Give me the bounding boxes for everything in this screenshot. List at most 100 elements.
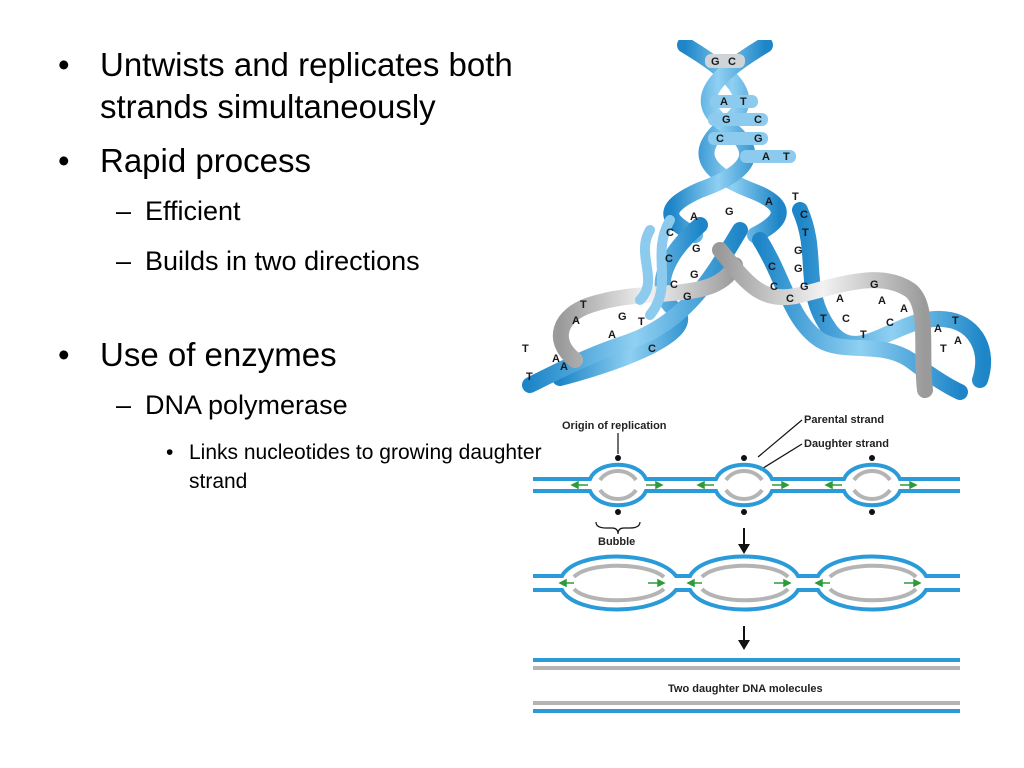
base-letter: G [870, 279, 879, 291]
base-letter: C [666, 227, 674, 239]
direction-arrows [570, 480, 918, 490]
parental-strand-bottom [533, 489, 960, 508]
sub-sub-bullet-text: Links nucleotides to growing daughter st… [189, 441, 542, 493]
sub-bullet-item: –DNA polymerase [58, 388, 558, 422]
helix-backbone-gray [552, 257, 743, 368]
parental-strand-bottom [533, 588, 960, 612]
bullet-item: • Rapid process [58, 140, 558, 182]
sub-bullet-dash: – [116, 246, 132, 276]
daughter-strand [700, 563, 790, 603]
base-letter: T [860, 329, 867, 341]
base-letter: C [770, 281, 778, 293]
base-letter: A [878, 295, 886, 307]
base-letter: G [711, 56, 720, 68]
base-letter: T [740, 96, 747, 108]
base-pair-bar [710, 95, 758, 108]
origin-dot [741, 509, 747, 515]
parental-helix [663, 40, 796, 243]
daughter-strand [724, 469, 764, 501]
base-letter: C [754, 114, 762, 126]
down-arrow [738, 626, 750, 650]
daughter-molecules: Two daughter DNA molecules [533, 658, 960, 713]
sub-bullet-item: –Efficient [58, 194, 558, 228]
right-arm-helix [712, 202, 992, 400]
daughter-strand [598, 469, 638, 501]
base-letter: G [725, 206, 734, 218]
base-letter: T [522, 343, 529, 355]
bullet-text: Untwists and replicates both strands sim… [100, 46, 513, 125]
bullet-text: Rapid process [100, 142, 311, 179]
pointer-line [757, 419, 803, 458]
bullet-list: • Untwists and replicates both strands si… [58, 44, 558, 496]
base-letter: A [762, 151, 770, 163]
base-letter: G [692, 243, 701, 255]
base-letter: A [720, 96, 728, 108]
base-letter: T [792, 191, 799, 203]
base-letter: A [560, 361, 568, 373]
base-letter: A [690, 211, 698, 223]
daughter-strand [828, 563, 918, 603]
left-arm-helix [522, 215, 748, 393]
parental-strand-top [533, 554, 960, 578]
base-letter: T [940, 343, 947, 355]
base-letter: A [765, 196, 773, 208]
bullet-text: Use of enzymes [100, 336, 337, 373]
base-letter: G [794, 245, 803, 257]
sub-bullet-text: Efficient [145, 196, 241, 226]
base-letter: T [783, 151, 790, 163]
bubbles-row-2 [533, 554, 960, 612]
base-pair-bar [708, 113, 768, 126]
bubble-label: Bubble [598, 536, 635, 548]
helix-backbone-blue [677, 40, 787, 243]
sub-bullet-item: –Builds in two directions [58, 244, 558, 278]
helix-backbone-blue [522, 222, 748, 393]
down-arrow [738, 528, 750, 554]
base-letter: T [952, 315, 959, 327]
origin-dot [615, 509, 621, 515]
daughter-strand-label: Daughter strand [804, 438, 889, 450]
bullet-dot: • [58, 336, 70, 373]
base-letter: G [800, 281, 809, 293]
base-letter: G [683, 291, 692, 303]
base-pair-bar [635, 225, 655, 305]
pointer-line [759, 443, 803, 471]
bubbles-row-1 [533, 433, 960, 515]
base-letter: G [754, 133, 763, 145]
dna-replication-fork-illustration: G C A T G C C G A T A G A T C T C G C G … [522, 40, 992, 400]
sub-bullet-dash: – [116, 390, 132, 420]
origin-dot [615, 455, 621, 461]
base-letter: A [900, 303, 908, 315]
base-letter: A [608, 329, 616, 341]
daughter-molecules-label: Two daughter DNA molecules [668, 683, 823, 695]
origin-dot [869, 455, 875, 461]
bullet-dot: • [166, 441, 174, 464]
helix-backbone-blue [792, 202, 992, 388]
base-letter: C [716, 133, 724, 145]
base-letter: A [954, 335, 962, 347]
base-letter: G [794, 263, 803, 275]
sub-sub-bullet-item: • Links nucleotides to growing daughter s… [58, 438, 558, 496]
base-letter: T [820, 313, 827, 325]
base-letter: C [842, 313, 850, 325]
base-letter: A [836, 293, 844, 305]
base-letter: C [786, 293, 794, 305]
bullet-dot: • [58, 46, 70, 83]
base-letter: G [690, 269, 699, 281]
origin-dot [869, 509, 875, 515]
base-letter: A [934, 323, 942, 335]
base-letter: A [572, 315, 580, 327]
sub-bullet-dash: – [116, 196, 132, 226]
base-letters: G C A T G C C G A T A G A T C T C G C G … [522, 56, 962, 383]
bullet-dot: • [58, 142, 70, 179]
base-letter: T [580, 299, 587, 311]
base-letter: A [552, 353, 560, 365]
base-pair-bar [705, 54, 745, 68]
direction-arrows [558, 578, 922, 588]
base-pair-bar [645, 215, 675, 320]
base-pair-bar [708, 132, 768, 145]
daughter-strand [852, 469, 892, 501]
base-letter: G [722, 114, 731, 126]
origin-label: Origin of replication [562, 420, 667, 432]
base-letter: G [618, 311, 627, 323]
